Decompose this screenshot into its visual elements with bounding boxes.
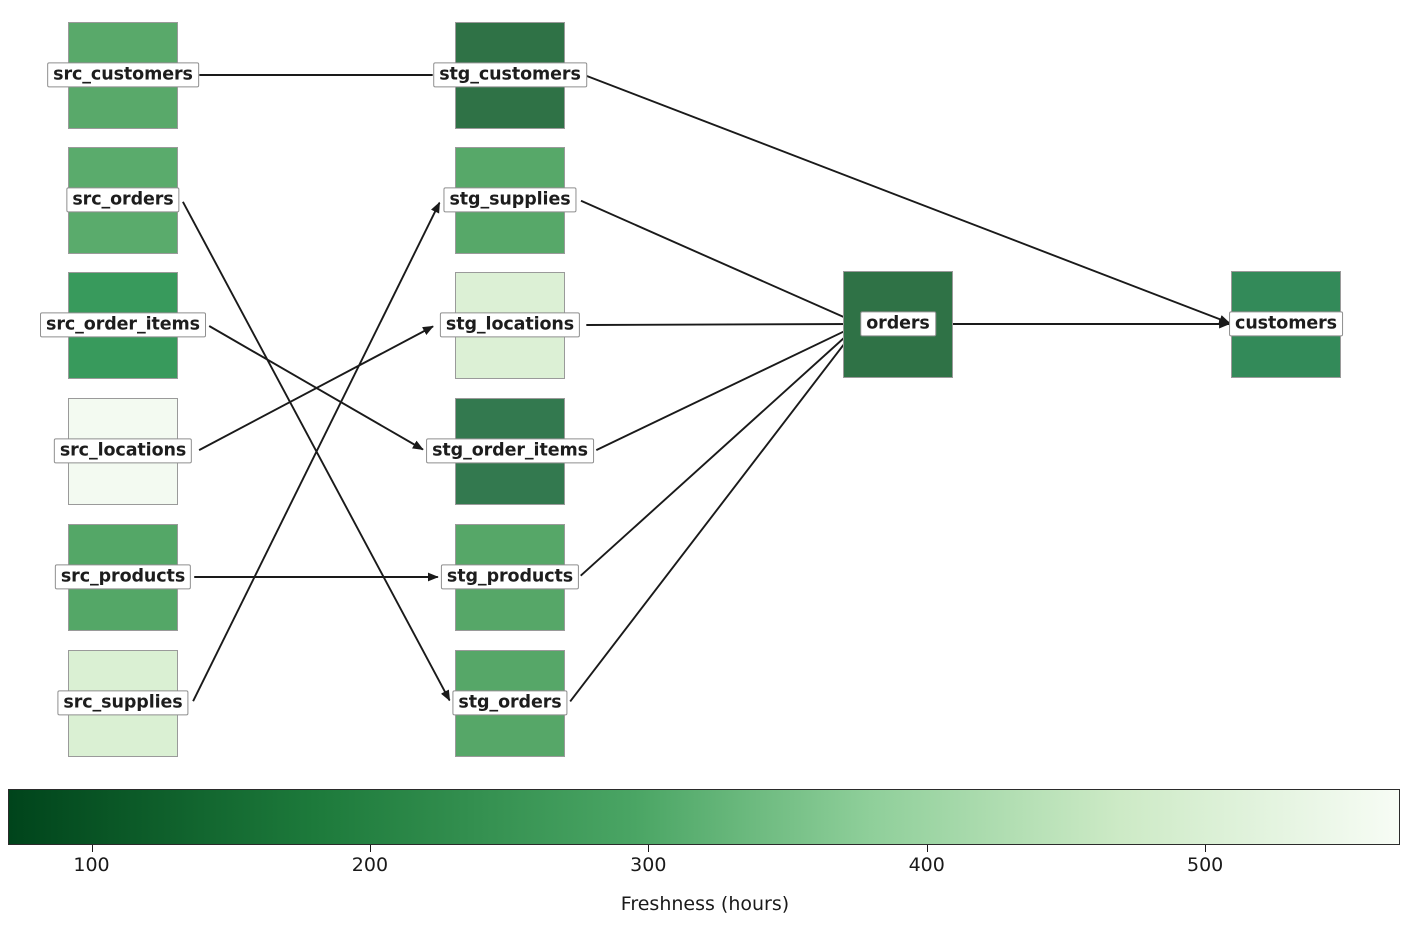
- colorbar-tick-label: 400: [908, 854, 945, 876]
- colorbar-tick-mark: [926, 845, 928, 852]
- edge-src_locations-to-stg_locations: [198, 325, 434, 451]
- node-label-src_locations[interactable]: src_locations: [53, 438, 193, 464]
- edge-layer: [182, 74, 1231, 702]
- node-label-orders[interactable]: orders: [860, 311, 936, 337]
- colorbar-gradient: [8, 789, 1400, 845]
- edge-stg_supplies-to-orders: [580, 199, 858, 324]
- node-label-stg_order_items[interactable]: stg_order_items: [426, 438, 594, 464]
- colorbar-tick-mark: [648, 845, 650, 852]
- colorbar-title: Freshness (hours): [620, 893, 790, 915]
- colorbar-tick-mark: [91, 845, 93, 852]
- node-label-stg_orders[interactable]: stg_orders: [452, 690, 568, 716]
- edge-stg_products-to-orders: [580, 325, 858, 577]
- edge-stg_orders-to-orders: [569, 325, 859, 702]
- colorbar-tick-label: 200: [351, 854, 389, 876]
- edge-stg_order_items-to-orders: [595, 324, 858, 451]
- node-label-customers[interactable]: customers: [1229, 311, 1343, 337]
- node-label-stg_products[interactable]: stg_products: [440, 564, 580, 590]
- node-label-src_customers[interactable]: src_customers: [47, 62, 199, 88]
- edge-stg_locations-to-orders: [586, 319, 858, 329]
- edge-src_supplies-to-stg_supplies: [192, 201, 441, 702]
- colorbar-tick-mark: [1205, 845, 1207, 852]
- node-label-src_supplies[interactable]: src_supplies: [57, 690, 189, 716]
- node-label-stg_locations[interactable]: stg_locations: [439, 312, 581, 338]
- edge-stg_customers-to-customers: [585, 74, 1231, 324]
- colorbar[interactable]: [8, 789, 1400, 845]
- colorbar-tick-label: 300: [630, 854, 667, 876]
- node-label-src_products[interactable]: src_products: [54, 564, 192, 590]
- node-label-src_order_items[interactable]: src_order_items: [40, 312, 206, 338]
- colorbar-tick-mark: [369, 845, 371, 852]
- colorbar-tick-label: 100: [73, 854, 110, 876]
- node-label-src_orders[interactable]: src_orders: [66, 187, 180, 213]
- colorbar-tick-label: 500: [1186, 854, 1224, 876]
- colorbar-ticks: 100 200 300 400 500: [8, 845, 1400, 905]
- node-label-stg_supplies[interactable]: stg_supplies: [443, 187, 577, 213]
- node-label-stg_customers[interactable]: stg_customers: [433, 62, 587, 88]
